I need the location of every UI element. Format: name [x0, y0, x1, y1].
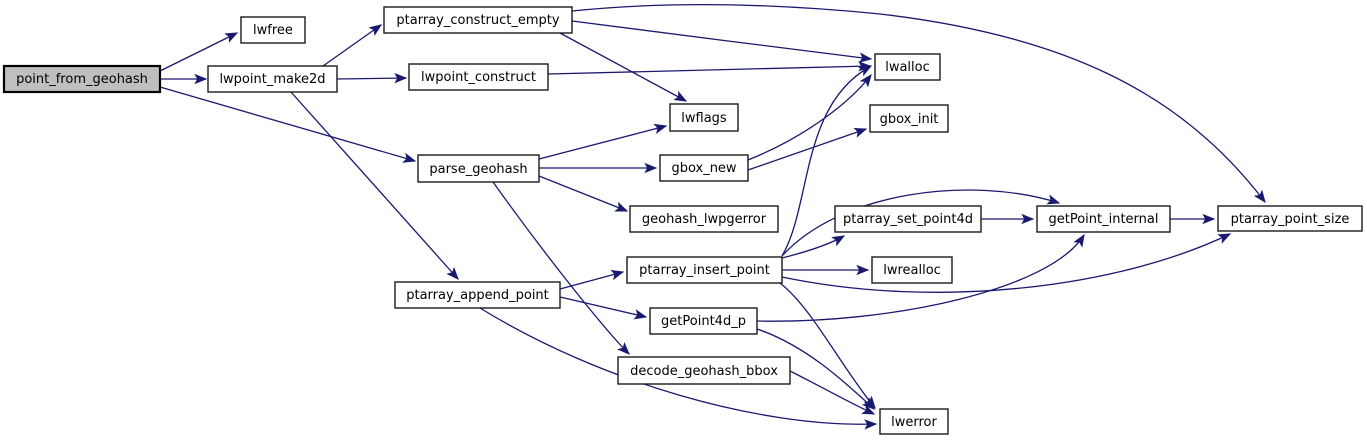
edge-ptarray_insert_point-to-getPoint_internal	[781, 189, 1061, 257]
edge-ptarray_insert_point-to-lwalloc	[781, 65, 873, 257]
edge-parse_geohash-to-decode_geohash_bbox	[492, 181, 630, 355]
node-label-ptarray_insert_point: ptarray_insert_point	[639, 263, 770, 278]
node-ptarray_set_point4d[interactable]: ptarray_set_point4d	[834, 205, 982, 233]
node-label-geohash_lwpgerror: geohash_lwpgerror	[642, 212, 767, 227]
edge-lwpoint_construct-to-lwalloc	[547, 61, 872, 75]
node-geohash_lwpgerror[interactable]: geohash_lwpgerror	[629, 205, 779, 233]
node-lwalloc[interactable]: lwalloc	[874, 53, 941, 81]
edge-point_from_geohash-to-lwfree	[159, 32, 239, 72]
node-label-getPoint4d_p: getPoint4d_p	[661, 314, 746, 329]
edge-ptarray_append_point-to-lwerror	[479, 307, 878, 430]
node-label-ptarray_append_point: ptarray_append_point	[406, 288, 549, 303]
node-lwpoint_construct[interactable]: lwpoint_construct	[408, 63, 549, 91]
edge-ptarray_construct_empty-to-lwalloc	[571, 20, 873, 63]
node-parse_geohash[interactable]: parse_geohash	[417, 154, 540, 183]
node-label-point_from_geohash: point_from_geohash	[16, 72, 148, 87]
node-label-lwerror: lwerror	[891, 415, 937, 430]
node-label-lwrealloc: lwrealloc	[883, 263, 941, 278]
edge-gbox_new-to-gbox_init	[747, 127, 868, 171]
node-lwfree[interactable]: lwfree	[240, 16, 306, 44]
edge-ptarray_insert_point-to-ptarray_set_point4d	[781, 235, 846, 259]
edges-layer	[159, 3, 1266, 430]
nodes-layer: point_from_geohash lwfree lwpoint_make2d…	[2, 6, 1363, 435]
node-label-lwalloc: lwalloc	[885, 60, 930, 75]
node-label-parse_geohash: parse_geohash	[429, 162, 527, 177]
node-label-getPoint_internal: getPoint_internal	[1048, 212, 1158, 227]
edge-ptarray_construct_empty-to-lwflags	[559, 32, 688, 102]
node-label-ptarray_construct_empty: ptarray_construct_empty	[396, 13, 559, 28]
node-label-ptarray_point_size: ptarray_point_size	[1231, 212, 1350, 227]
node-lwflags[interactable]: lwflags	[669, 103, 739, 132]
node-label-lwflags: lwflags	[681, 111, 727, 126]
node-getPoint4d_p[interactable]: getPoint4d_p	[649, 307, 758, 335]
node-lwpoint_make2d[interactable]: lwpoint_make2d	[207, 65, 338, 93]
node-label-lwpoint_construct: lwpoint_construct	[421, 70, 536, 85]
node-ptarray_append_point[interactable]: ptarray_append_point	[394, 281, 561, 309]
node-getPoint_internal[interactable]: getPoint_internal	[1036, 205, 1171, 233]
node-lwerror[interactable]: lwerror	[879, 408, 949, 435]
node-label-gbox_init: gbox_init	[880, 112, 939, 127]
edge-ptarray_construct_empty-to-ptarray_point_size	[571, 3, 1266, 204]
node-label-ptarray_set_point4d: ptarray_set_point4d	[843, 212, 973, 227]
edge-ptarray_append_point-to-ptarray_insert_point	[559, 270, 625, 290]
node-label-decode_geohash_bbox: decode_geohash_bbox	[630, 364, 778, 379]
node-gbox_new[interactable]: gbox_new	[659, 154, 749, 182]
node-point_from_geohash[interactable]: point_from_geohash	[2, 64, 162, 94]
edge-ptarray_insert_point-to-ptarray_point_size	[781, 233, 1232, 293]
node-ptarray_insert_point[interactable]: ptarray_insert_point	[626, 256, 783, 284]
edge-ptarray_insert_point-to-lwerror	[779, 282, 876, 410]
edge-point_from_geohash-to-parse_geohash	[159, 86, 417, 163]
node-label-lwpoint_make2d: lwpoint_make2d	[219, 72, 325, 87]
node-lwrealloc[interactable]: lwrealloc	[871, 256, 953, 284]
node-ptarray_point_size[interactable]: ptarray_point_size	[1217, 205, 1363, 232]
edge-ptarray_append_point-to-getPoint4d_p	[559, 296, 648, 320]
edge-gbox_new-to-lwalloc	[747, 73, 872, 161]
edge-decode_geohash_bbox-to-lwerror	[789, 370, 876, 415]
node-label-lwfree: lwfree	[253, 23, 293, 38]
edge-parse_geohash-to-geohash_lwpgerror	[538, 175, 629, 212]
node-ptarray_construct_empty[interactable]: ptarray_construct_empty	[383, 6, 573, 34]
edge-getPoint4d_p-to-lwerror	[756, 328, 875, 410]
edge-lwpoint_make2d-to-ptarray_append_point	[290, 91, 459, 280]
node-decode_geohash_bbox[interactable]: decode_geohash_bbox	[617, 356, 791, 385]
edge-lwpoint_make2d-to-lwpoint_construct	[336, 72, 408, 84]
edge-lwpoint_make2d-to-ptarray_construct_empty	[322, 24, 383, 67]
node-label-gbox_new: gbox_new	[671, 161, 736, 176]
edge-parse_geohash-to-lwflags	[538, 123, 668, 160]
edge-getPoint4d_p-to-getPoint_internal	[756, 233, 1085, 322]
node-gbox_init[interactable]: gbox_init	[869, 104, 949, 133]
